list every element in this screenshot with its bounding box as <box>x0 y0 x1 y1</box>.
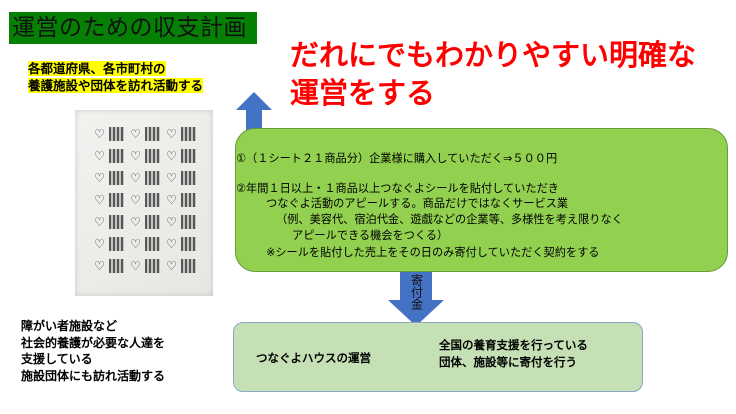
qr-code-icon <box>109 215 124 229</box>
heart-icon: ♡ <box>166 127 177 141</box>
heart-icon: ♡ <box>94 237 105 251</box>
facility-note-line: 支援している <box>21 352 93 366</box>
operation-box: つなぐよハウスの運営 全国の養育支援を行っている 団体、施設等に寄付を行う <box>233 322 643 392</box>
up-arrow-icon <box>236 92 272 130</box>
sticker-sheet-photo: ♡ ♡ ♡ ♡ ♡ ♡ ♡ ♡ ♡ ♡ ♡ ♡ ♡ ♡ ♡ ♡ ♡ ♡ ♡ ♡ ♡ <box>75 110 213 296</box>
qr-code-icon <box>109 237 124 251</box>
qr-code-icon <box>181 127 196 141</box>
qr-code-icon <box>181 215 196 229</box>
qr-code-icon <box>181 171 196 185</box>
qr-code-icon <box>109 127 124 141</box>
plan-line: （例、美容代、宿泊代金、遊戯などの企業等、多様性を考え限りなく <box>276 213 623 226</box>
facility-note-line: 障がい者施設など <box>21 319 118 333</box>
visit-note-line: 各都道府県、各市町村の <box>28 61 166 76</box>
qr-code-icon <box>109 259 124 273</box>
qr-code-icon <box>181 237 196 251</box>
heart-icon: ♡ <box>166 171 177 185</box>
sticker: ♡ <box>128 237 162 251</box>
qr-code-icon <box>109 193 124 207</box>
sticker: ♡ <box>92 259 126 273</box>
sticker: ♡ <box>164 259 198 273</box>
sticker: ♡ <box>92 149 126 163</box>
sticker: ♡ <box>164 237 198 251</box>
sticker: ♡ <box>164 149 198 163</box>
heart-icon: ♡ <box>130 149 141 163</box>
sticker: ♡ <box>128 215 162 229</box>
qr-code-icon <box>145 127 160 141</box>
plan-line: ②年間１日以上・１商品以上つなぐよシールを貼付していただき <box>236 182 559 195</box>
plan-line: ※シールを貼付した売上をその日のみ寄付していただく契約をする <box>266 246 600 259</box>
heart-icon: ♡ <box>94 127 105 141</box>
sticker: ♡ <box>128 259 162 273</box>
sticker: ♡ <box>164 215 198 229</box>
heart-icon: ♡ <box>94 149 105 163</box>
qr-code-icon <box>145 237 160 251</box>
heart-icon: ♡ <box>166 149 177 163</box>
heart-icon: ♡ <box>166 259 177 273</box>
heart-icon: ♡ <box>130 215 141 229</box>
heart-icon: ♡ <box>166 237 177 251</box>
headline-line: だれにでもわかりやすい明確な <box>290 38 697 72</box>
operation-desc-line: 団体、施設等に寄付を行う <box>439 355 577 369</box>
heart-icon: ♡ <box>130 237 141 251</box>
headline-line: 運営をする <box>290 76 436 110</box>
qr-code-icon <box>145 193 160 207</box>
operation-desc: 全国の養育支援を行っている 団体、施設等に寄付を行う <box>439 337 588 371</box>
headline: だれにでもわかりやすい明確な 運営をする <box>290 36 696 112</box>
qr-code-icon <box>181 193 196 207</box>
sticker: ♡ <box>128 149 162 163</box>
heart-icon: ♡ <box>130 127 141 141</box>
operation-desc-line: 全国の養育支援を行っている <box>439 338 588 352</box>
donation-label: 寄付金 <box>408 274 424 314</box>
sticker: ♡ <box>164 193 198 207</box>
facility-note-line: 社会的養護が必要な人達を <box>21 335 166 350</box>
operation-title: つなぐよハウスの運営 <box>256 351 371 365</box>
facility-note: 障がい者施設など 社会的養護が必要な人達を 支援している 施設団体にも訪れ活動す… <box>21 318 165 384</box>
qr-code-icon <box>145 149 160 163</box>
plan-box: ①（１シート２１商品分）企業様に購入していただく⇒５００円 ②年間１日以上・１商… <box>235 128 728 272</box>
facility-note-line: 施設団体にも訪れ活動する <box>21 368 166 383</box>
sticker: ♡ <box>92 171 126 185</box>
heart-icon: ♡ <box>130 171 141 185</box>
qr-code-icon <box>145 215 160 229</box>
sticker: ♡ <box>92 215 126 229</box>
heart-icon: ♡ <box>94 171 105 185</box>
heart-icon: ♡ <box>130 259 141 273</box>
sticker: ♡ <box>128 193 162 207</box>
sticker: ♡ <box>164 127 198 141</box>
sticker: ♡ <box>92 237 126 251</box>
heart-icon: ♡ <box>94 193 105 207</box>
sticker: ♡ <box>128 171 162 185</box>
qr-code-icon <box>145 171 160 185</box>
qr-code-icon <box>181 149 196 163</box>
donation-label-text: 寄付金 <box>409 274 424 310</box>
qr-code-icon <box>109 149 124 163</box>
sticker: ♡ <box>92 193 126 207</box>
heart-icon: ♡ <box>94 215 105 229</box>
qr-code-icon <box>181 259 196 273</box>
slide-title: 運営のための収支計画 <box>9 12 257 44</box>
qr-code-icon <box>145 259 160 273</box>
heart-icon: ♡ <box>166 193 177 207</box>
sticker: ♡ <box>164 171 198 185</box>
plan-line: アピールできる機会をつくる） <box>292 229 449 242</box>
heart-icon: ♡ <box>166 215 177 229</box>
visit-note: 各都道府県、各市町村の 養護施設や団体を訪れ活動する <box>28 60 204 94</box>
down-arrow-icon <box>388 272 444 326</box>
plan-line: ①（１シート２１商品分）企業様に購入していただく⇒５００円 <box>236 152 558 165</box>
sticker: ♡ <box>92 127 126 141</box>
heart-icon: ♡ <box>94 259 105 273</box>
visit-note-line: 養護施設や団体を訪れ活動する <box>28 78 204 93</box>
qr-code-icon <box>109 171 124 185</box>
heart-icon: ♡ <box>130 193 141 207</box>
sticker: ♡ <box>128 127 162 141</box>
plan-line: つなぐよ活動のアピールする。商品だけではなくサービス業 <box>266 197 569 210</box>
